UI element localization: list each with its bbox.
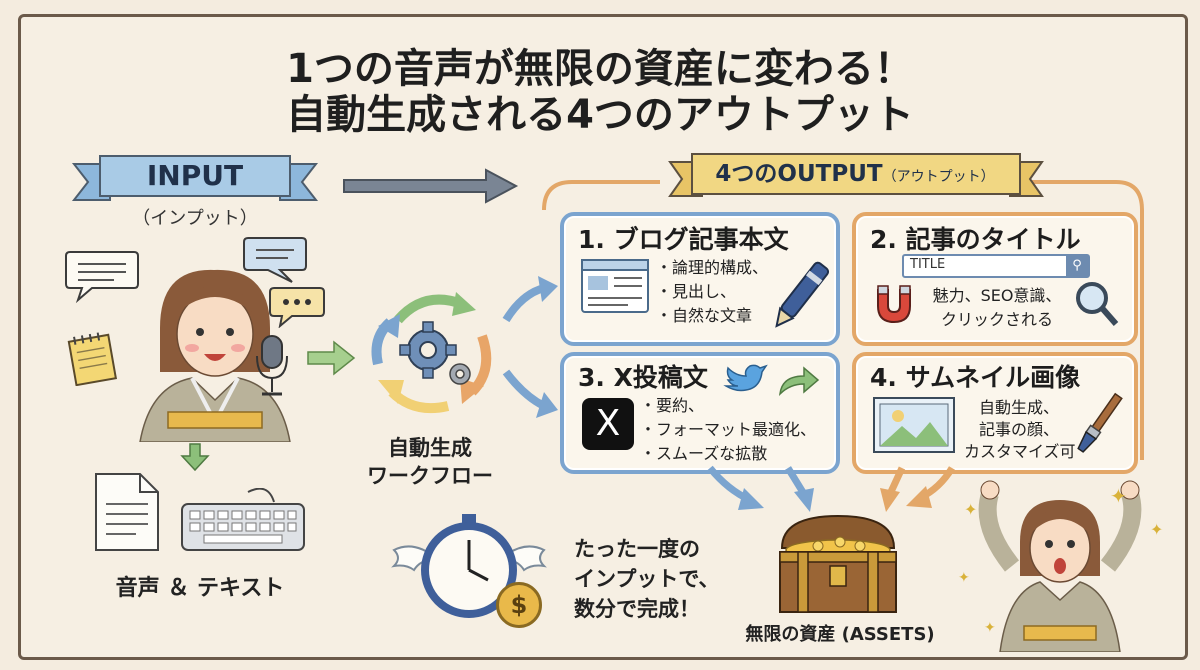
document-icon (95, 473, 159, 551)
card-4-line-3: カスタマイズ可 (964, 442, 1076, 461)
input-sub-label: （インプット） (132, 208, 258, 229)
image-icon (873, 397, 955, 453)
bird-icon (723, 364, 768, 392)
output-ribbon-sub: （アウトプット） (882, 169, 995, 185)
sparkle-icon: ✦ (1110, 484, 1127, 508)
stopwatch-icon (391, 514, 547, 618)
input-caption: 音声 ＆ テキスト (115, 576, 285, 601)
title-line-1: 1つの音声が無限の資産に変わる！ (286, 46, 914, 92)
title-search-bar: TITLE ⚲ (902, 254, 1090, 278)
title-line-2: 自動生成される4つのアウトプット (286, 92, 914, 138)
assets-label: 無限の資産 (ASSETS) (745, 624, 935, 645)
card-3-title: 3. X投稿文 (578, 363, 708, 392)
card-3-bullet-3: スムーズな拡散 (640, 442, 767, 466)
card-1-bullet-2: 見出し、 (656, 280, 736, 304)
time-line-3: 数分で完成！ (574, 597, 700, 621)
workflow-label-line-2: ワークフロー (367, 464, 493, 488)
speech-bubble-dots-icon (269, 287, 325, 328)
input-ribbon-label: INPUT (146, 159, 244, 192)
speech-bubble-blue-icon (243, 237, 307, 283)
browser-window-icon (581, 259, 649, 313)
card-2-line-2: クリックされる (940, 310, 1053, 329)
card-3-bullet-2: フォーマット最適化、 (640, 418, 816, 442)
sparkle-icon-5: ✦ (984, 620, 996, 636)
title-search-text: TITLE (910, 257, 946, 272)
output-group-frame (542, 180, 1144, 460)
microphone-icon (256, 335, 288, 396)
sparkle-icon-4: ✦ (958, 570, 970, 586)
happy-woman-illustration (978, 480, 1142, 652)
speech-bubble-icon (65, 251, 139, 304)
pen-icon (775, 261, 830, 328)
card-3-bullet-1: 要約、 (640, 394, 704, 418)
magnifier-icon (1076, 282, 1119, 326)
green-arrow-icon (307, 340, 356, 376)
card-4-title: 4. サムネイル画像 (870, 363, 1081, 392)
input-ribbon-shape (71, 155, 319, 201)
flow-right-arrow (343, 168, 519, 204)
paintbrush-icon (1077, 392, 1123, 453)
card-1-bullet-3: 自然な文章 (656, 304, 752, 328)
coin-icon: $ (496, 582, 542, 628)
card-2-line-1: 魅力、SEO意識、 (932, 286, 1062, 305)
workflow-cycle-icon (371, 292, 492, 414)
sparkle-icon-2: ✦ (1150, 520, 1164, 539)
notepad-icon (67, 332, 118, 386)
x-logo-icon: X (582, 398, 634, 450)
card-2-title: 2. 記事のタイトル (870, 225, 1081, 254)
card-1-bullet-1: 論理的構成、 (656, 256, 768, 280)
converging-arrows (707, 465, 956, 512)
treasure-chest-icon (779, 514, 897, 613)
card-1-title: 1. ブログ記事本文 (578, 225, 789, 254)
search-icon: ⚲ (1066, 256, 1088, 276)
output-ribbon-shape (668, 153, 1044, 197)
output-ribbon-label: 4つのOUTPUT（アウトプット） (700, 156, 1010, 192)
keyboard-icon (181, 488, 305, 551)
magnet-icon (877, 285, 911, 324)
card-4-line-2: 記事の顔、 (978, 420, 1059, 439)
time-line-1: たった一度の (574, 537, 700, 561)
woman-speaker-illustration (139, 269, 291, 442)
sparkle-icon-3: ✦ (964, 500, 978, 519)
card-4-line-1: 自動生成、 (978, 398, 1059, 417)
share-arrow-icon (779, 366, 820, 397)
workflow-to-cards-arrows (502, 276, 558, 418)
time-line-2: インプットで、 (574, 567, 720, 591)
down-arrow-icon (180, 443, 210, 472)
output-ribbon-main: 4つのOUTPUT (715, 161, 883, 187)
workflow-label-line-1: 自動生成 (388, 436, 472, 460)
card-article-title (852, 212, 1138, 346)
